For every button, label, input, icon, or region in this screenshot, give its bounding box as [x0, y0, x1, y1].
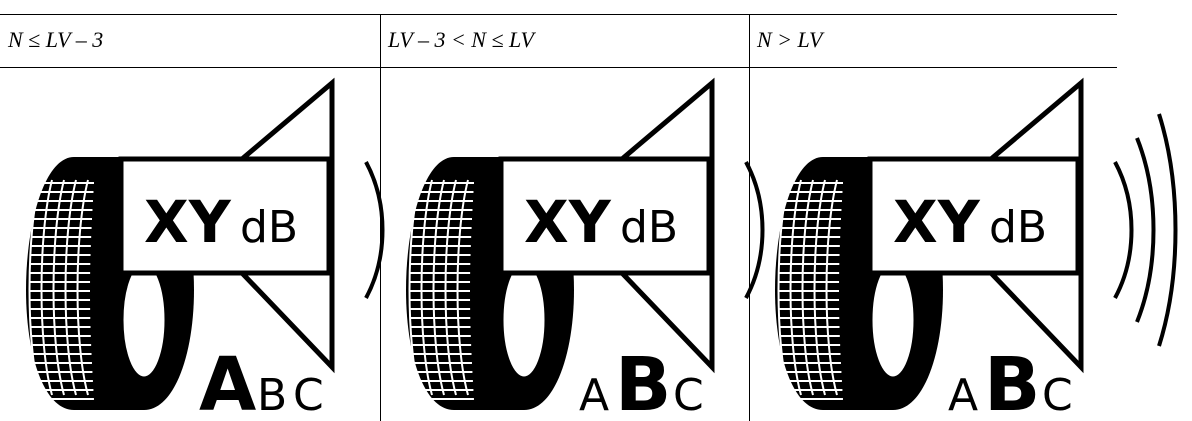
- noise-class-letter-a: A: [199, 342, 256, 421]
- speaker-icon: [118, 77, 335, 374]
- column-divider-2: [749, 14, 750, 421]
- tyre-icon: [775, 157, 943, 410]
- header-cell-2: LV – 3 < N ≤ LV: [388, 27, 534, 52]
- noise-unit-label: dB: [620, 202, 678, 253]
- noise-unit-label: dB: [240, 202, 298, 253]
- header-cell-3: N > LV: [757, 27, 823, 52]
- noise-value-label: XY: [144, 188, 232, 256]
- noise-class-letter-a: A: [948, 370, 978, 421]
- noise-class-letter-c: C: [293, 370, 324, 421]
- sound-wave-icon: [364, 161, 385, 299]
- noise-unit-label: dB: [989, 202, 1047, 253]
- noise-class-letter-b: B: [257, 370, 287, 421]
- noise-class-letter-c: C: [1042, 370, 1073, 421]
- sound-wave-icon: [1113, 113, 1178, 347]
- header-cell-1: N ≤ LV – 3: [8, 27, 104, 52]
- noise-class-letter-c: C: [673, 370, 704, 421]
- noise-class-letter-b: B: [984, 342, 1040, 421]
- table-header-divider: [0, 67, 1117, 68]
- noise-class-letter-a: A: [579, 370, 609, 421]
- table-top-border: [0, 14, 1117, 15]
- noise-class-table: N ≤ LV – 3 LV – 3 < N ≤ LV N > LV: [0, 14, 1117, 421]
- noise-class-letter-b: B: [615, 342, 671, 421]
- sound-wave-icon: [744, 161, 765, 299]
- speaker-icon: [498, 77, 715, 374]
- noise-value-label: XY: [893, 188, 981, 256]
- noise-value-label: XY: [524, 188, 612, 256]
- speaker-icon: [867, 77, 1084, 374]
